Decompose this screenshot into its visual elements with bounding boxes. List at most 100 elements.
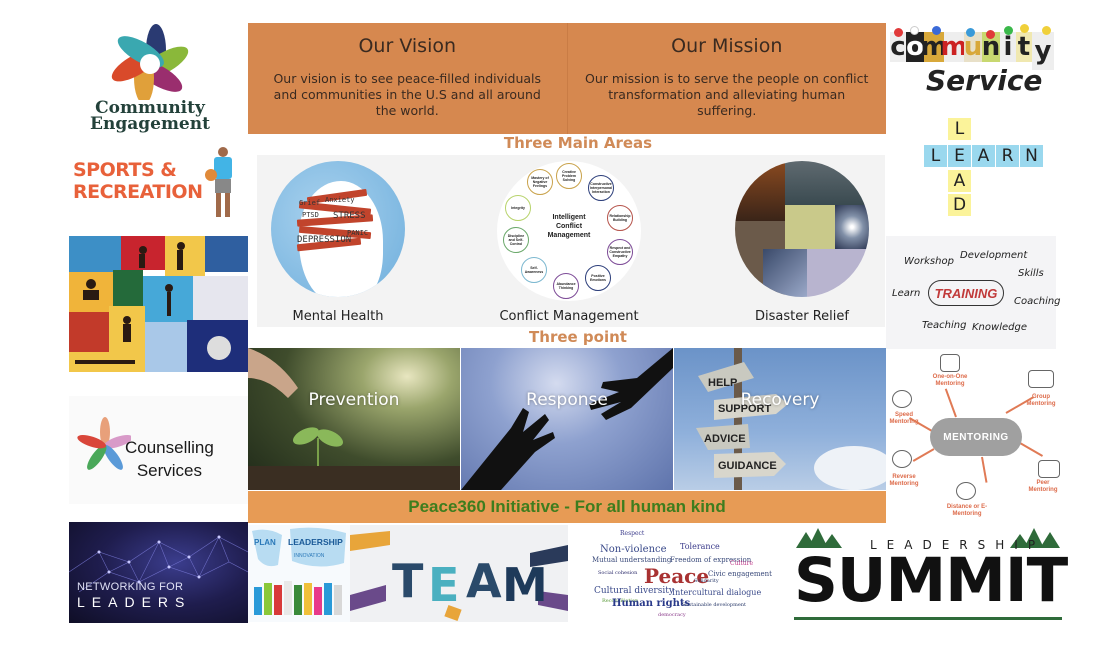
wc-word: Peace [644,564,710,588]
peace-wordcloud: Respect Tolerance Non-violence Mutual un… [590,526,772,620]
vision-text: Our vision is to see peace-filled indivi… [273,71,542,118]
pin-icon [966,28,975,37]
basketball-player-icon [205,147,232,217]
wc-word: Intercultural dialogue [672,588,762,597]
ll-cell: R [996,145,1019,167]
vision-title: Our Vision [358,35,457,57]
svg-text:T: T [392,554,424,608]
summit-title: SUMMIT [794,545,1068,616]
cm-node: Abundance Thinking [553,273,579,299]
wc-word: Freedom of expression [670,556,752,564]
cs-letter: o [906,32,924,62]
vision-mission-banner: Our Vision Our vision is to see peace-fi… [248,23,886,134]
summit-underline [794,617,1062,620]
response-label: Response [526,390,608,410]
sports-recreation-logo: SPORTS & RECREATION [70,145,248,225]
conflict-wheel-icon: Intelligent Conflict Management Creative… [497,161,641,301]
counselling-line2: Services [136,461,203,480]
community-engagement-logo: Community Engagement [80,24,220,139]
mountain-icon [1024,528,1044,548]
networking-line1: NETWORKING FOR [77,581,184,593]
mentoring-label: Reverse Mentoring [889,474,919,487]
cm-node: Self-Awareness [521,257,547,283]
wc-word: democracy [658,612,686,618]
sports-line2: RECREATION [73,181,203,203]
team-letters-icon: T E A M [350,531,568,622]
networking-leaders-image: NETWORKING FOR LEADERS [69,522,248,623]
cm-node: Relationship Building [607,205,633,231]
cm-node: Respect and Constructive Empathy [607,239,633,265]
training-word: Teaching [922,320,967,331]
leadership-summit-logo: LEADERSHIP SUMMIT [792,528,1068,623]
service-text: Service [926,64,1043,97]
training-word: Skills [1018,268,1044,279]
wc-word: Mutual understanding [592,556,672,564]
cs-letter: y [1032,32,1054,70]
lead-learn-crossword: L L E A R N A D [924,118,1048,220]
mission-title: Our Mission [671,35,783,57]
wc-word: Reconciliation [602,598,639,604]
cm-node: Constructive Interpersonal Interaction [588,175,614,201]
svg-text:GUIDANCE: GUIDANCE [718,460,777,472]
pin-icon [1004,26,1013,35]
pin-icon [932,26,941,35]
wc-word: Cultural diversity [594,586,674,596]
pin-icon [1042,26,1051,35]
wc-word: Respect [620,530,645,537]
counselling-line1: Counselling [125,438,214,457]
mission-block: Our Mission Our mission is to serve the … [566,23,887,134]
head-brain-icon: Grief Anxiety PTSD STRESS DEPRESSION PAN… [271,161,405,297]
peace360-banner: Peace360 Initiative - For all human kind [248,491,886,523]
svg-text:LEADERSHIP: LEADERSHIP [288,537,343,547]
ll-cell: A [948,170,971,192]
ce-line2: Engagement [90,114,210,134]
cs-letter: u [963,32,983,62]
wc-word: Civic engagement [708,570,772,578]
pin-icon [986,30,995,39]
conflict-wheel-center: Intelligent Conflict Management [547,214,591,239]
wc-word: Human rights [612,598,691,609]
wc-word: Tolerance [680,542,720,551]
mentoring-label: Group Mentoring [1026,394,1056,407]
community-service-logo: c o m m u n i t y Service [888,24,1063,98]
training-word: Coaching [1014,296,1061,307]
ll-cell: A [972,145,995,167]
conflict-management-label: Conflict Management [499,309,639,324]
cs-letter: i [1000,32,1016,62]
sports-line1: SPORTS & [73,159,177,181]
community-engagement-text: Community Engagement [80,100,220,134]
handshake-icon [940,354,960,372]
mentoring-cloud: MENTORING [930,418,1022,456]
three-main-areas-panel: Grief Anxiety PTSD STRESS DEPRESSION PAN… [257,155,885,327]
group-icon [1028,370,1054,388]
mental-health-label: Mental Health [292,309,384,324]
prevention-label: Prevention [308,390,400,410]
leadership-map-image: PLAN LEADERSHIP INNOVATION [248,525,350,622]
reaching-hands-icon [461,348,673,490]
training-word: Workshop [904,256,954,267]
ll-cell: N [1020,145,1043,167]
signpost-icon: HELP SUPPORT ADVICE GUIDANCE [696,348,886,490]
cs-letter: m [920,32,948,62]
training-cloud: TRAINING [928,280,1004,306]
gear-icon [892,450,912,468]
stopwatch-icon [892,390,912,408]
wc-word: Solidarity [694,578,719,584]
counselling-services-logo: Counselling Services [69,396,248,504]
svg-text:INNOVATION: INNOVATION [294,553,325,559]
ll-cell: E [948,145,971,167]
wc-word: Sustainable development [682,602,747,608]
cs-letter: c [890,32,906,62]
networking-line2: LEADERS [77,594,192,610]
response-panel: Response [461,348,674,490]
pin-icon [894,28,903,37]
mentoring-diagram: One-on-One Mentoring Group Mentoring Spe… [886,350,1064,520]
svg-text:PLAN: PLAN [254,538,276,547]
svg-text:HELP: HELP [708,377,737,389]
cm-node: Creative Problem Solving [556,163,582,189]
training-word: Knowledge [972,322,1027,333]
athletes-icon [75,242,231,364]
approach-row: Prevention Response HELP SUPPORT ADVICE … [248,348,886,490]
three-main-areas-heading: Three Main Areas [500,134,656,154]
cs-letter: n [981,32,1001,62]
